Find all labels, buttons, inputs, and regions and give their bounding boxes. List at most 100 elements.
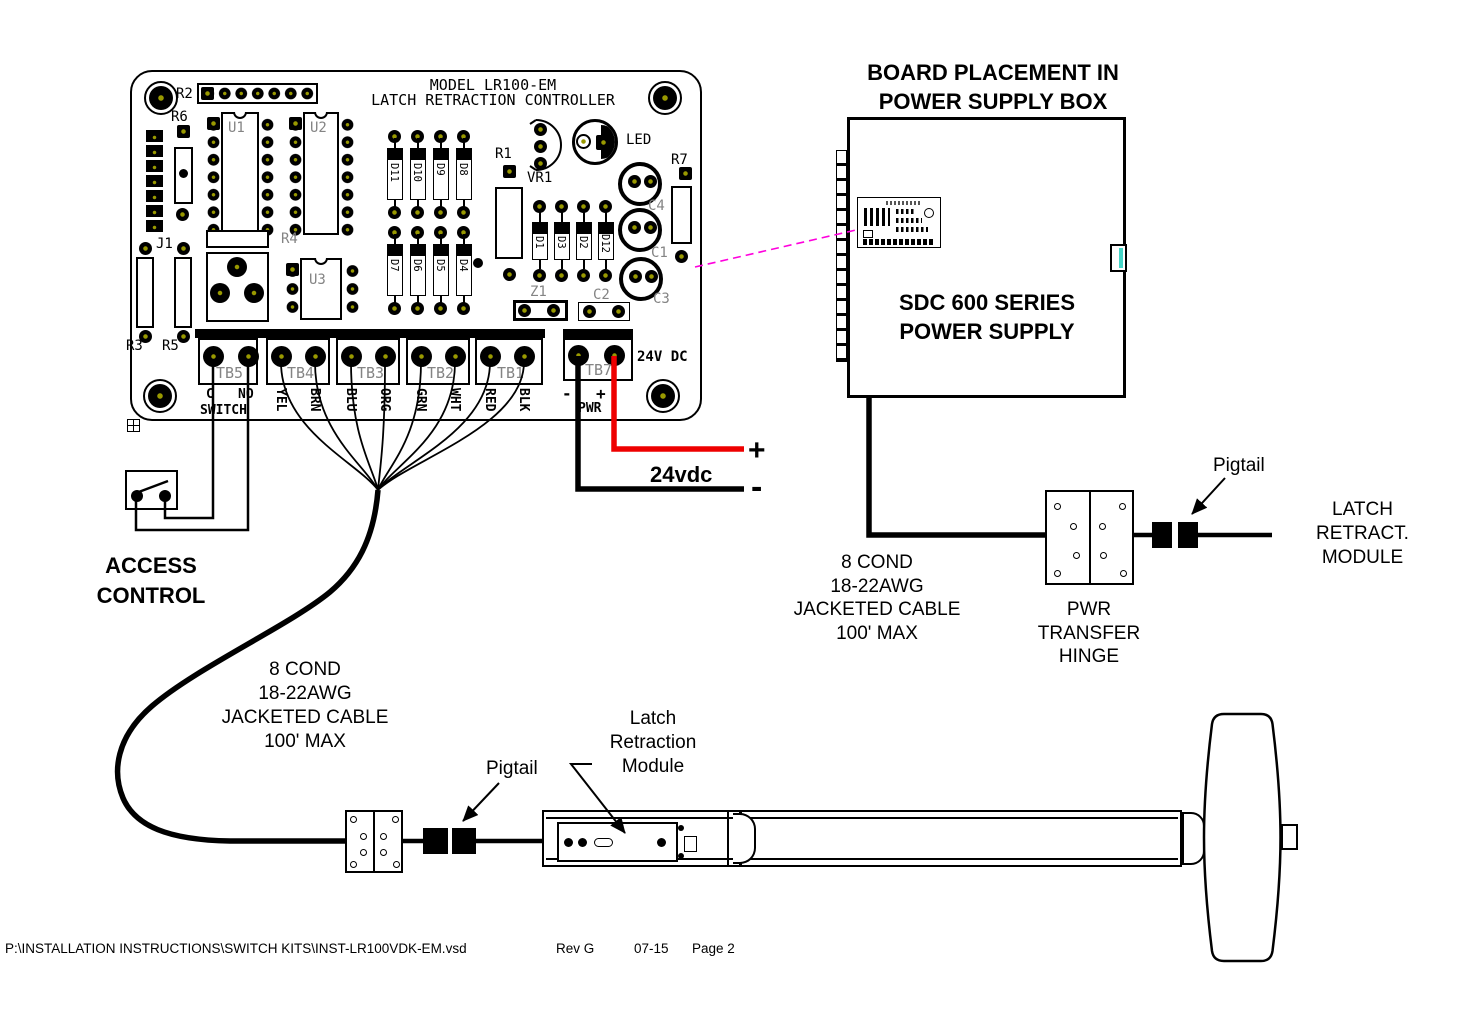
access-control-line2: CONTROL: [96, 583, 206, 608]
r3-pad-bottom: [139, 330, 152, 343]
d1-body: [532, 212, 548, 269]
psu-heading-line1: BOARD PLACEMENT IN: [867, 60, 1119, 85]
exit-device-rail-innerline-top: [546, 817, 1178, 819]
psu-name: SDC 600 SERIES POWER SUPPLY: [847, 288, 1127, 346]
cable-left-line4: 100' MAX: [264, 731, 346, 752]
cable-left-line3: JACKETED CABLE: [221, 707, 389, 728]
vr1-outline-ends: [529, 119, 537, 171]
wire-24vdc-positive: [611, 356, 744, 452]
mounting-hole-bottom-left: [143, 379, 177, 413]
r3-body: [136, 257, 154, 328]
mini-board-terminal-bar: [863, 239, 933, 245]
ref-c2: C2: [593, 287, 610, 303]
d3-pad-top: [555, 200, 568, 213]
pwr-minus: -: [562, 384, 572, 403]
hinge-top-hole-5: [1119, 503, 1126, 510]
c3-pad-1: [629, 270, 642, 283]
d11-pad-bottom: [388, 206, 401, 219]
latch-bottom-line2: Retraction: [609, 732, 697, 753]
d6-body: [410, 234, 426, 305]
d4-pad-top: [457, 226, 470, 239]
tb5-pad-c: [203, 346, 224, 367]
r6-pad-bottom: [176, 208, 189, 221]
tb4-pad-1: [271, 346, 292, 367]
pigtail-connector-bottom-1: [423, 828, 448, 854]
latch-right-line1: LATCH: [1332, 499, 1393, 520]
access-switch-box: [125, 470, 178, 510]
tb2-pad-1: [411, 346, 432, 367]
d12-pad-bottom: [599, 269, 612, 282]
hinge-label-line2: TRANSFER: [1037, 622, 1141, 644]
ref-r5: R5: [162, 338, 179, 354]
mini-board-silk-7: [863, 230, 873, 238]
led-pad-cathode: [596, 135, 611, 150]
d9-pad-bottom: [434, 206, 447, 219]
switch-lever: [135, 479, 169, 495]
r5-pad-bottom: [177, 330, 190, 343]
pigtail-top-arrow: [1191, 477, 1226, 515]
vr1-outline-arc: [535, 119, 562, 171]
d8-pad-top: [457, 130, 470, 143]
psu-side-tab-teal: [1119, 248, 1123, 268]
vr1-pad-2: [534, 140, 547, 153]
registration-mark: [127, 419, 140, 432]
d4-body: [456, 234, 472, 305]
d5-body: [433, 234, 449, 305]
r7-pad-bottom: [675, 250, 688, 263]
hinge-top-hole-1: [1054, 503, 1061, 510]
d11-pad-top: [388, 130, 401, 143]
latch-right-line2: RETRACT.: [1316, 523, 1409, 544]
r5-pad-top: [177, 242, 190, 255]
module-pin-top: [678, 825, 684, 831]
latch-module-bottom-label: Latch Retraction Module: [578, 707, 728, 779]
r5-body: [174, 257, 192, 328]
r7-body: [671, 186, 692, 244]
d2-pad-bottom: [577, 269, 590, 282]
vr1-pad-3: [534, 157, 547, 170]
module-pin-bottom: [678, 853, 684, 859]
tb1-pad-1: [480, 346, 501, 367]
ic-u1-body: [221, 112, 259, 235]
wire-psu-to-hinge: [866, 397, 1045, 538]
pigtail-connector-bottom-2: [452, 828, 476, 854]
d9-body: [433, 138, 449, 209]
access-control-line1: ACCESS: [105, 553, 197, 578]
d5-pad-bottom: [434, 302, 447, 315]
tb2-pad-2: [445, 346, 466, 367]
ic-u2-notch: [314, 112, 328, 119]
mini-board-silk-6: [896, 227, 928, 232]
hinge-label: PWR TRANSFER HINGE: [1014, 598, 1164, 669]
mini-board-silk-3: [896, 209, 916, 214]
footer-file-path: P:\INSTALLATION INSTRUCTIONS\SWITCH KITS…: [5, 941, 467, 956]
ic-u2-pin1: [289, 117, 302, 130]
mini-board-silk-5: [924, 208, 934, 218]
pigtail-top-label: Pigtail: [1213, 455, 1265, 476]
ic-u2-pads-right: [341, 116, 354, 236]
footer-date: 07-15: [634, 941, 669, 956]
d8-body: [456, 138, 472, 209]
door-hinge-hole-8: [393, 861, 400, 868]
d6-pad-top: [411, 226, 424, 239]
tb5-pad-no: [238, 346, 259, 367]
ref-r2: R2: [176, 86, 193, 102]
relay-pad-1: [227, 257, 247, 277]
psu-name-line2: POWER SUPPLY: [899, 319, 1075, 344]
access-switch-terminal-left: [131, 490, 143, 502]
r7-pad-top: [679, 167, 692, 180]
pigtail-bottom-arrow: [462, 782, 500, 822]
c3-pad-2: [645, 270, 658, 283]
d4-pad-bottom: [457, 302, 470, 315]
board-dot: [473, 258, 483, 268]
c2-pad-2: [612, 305, 625, 318]
cable-right-line1: 8 COND: [841, 552, 913, 573]
r1-body: [495, 187, 523, 259]
ref-r4: R4: [281, 231, 298, 247]
wire-switch-c: [163, 362, 215, 520]
psu-box: [847, 117, 1126, 398]
r1-pad-bottom: [503, 268, 516, 281]
ref-r3: R3: [126, 338, 143, 354]
latch-module-right-label: LATCH RETRACT. MODULE: [1285, 498, 1440, 570]
tb7-pad-minus: [568, 345, 589, 366]
hinge-label-line1: PWR: [1066, 599, 1112, 620]
d9-pad-top: [434, 130, 447, 143]
